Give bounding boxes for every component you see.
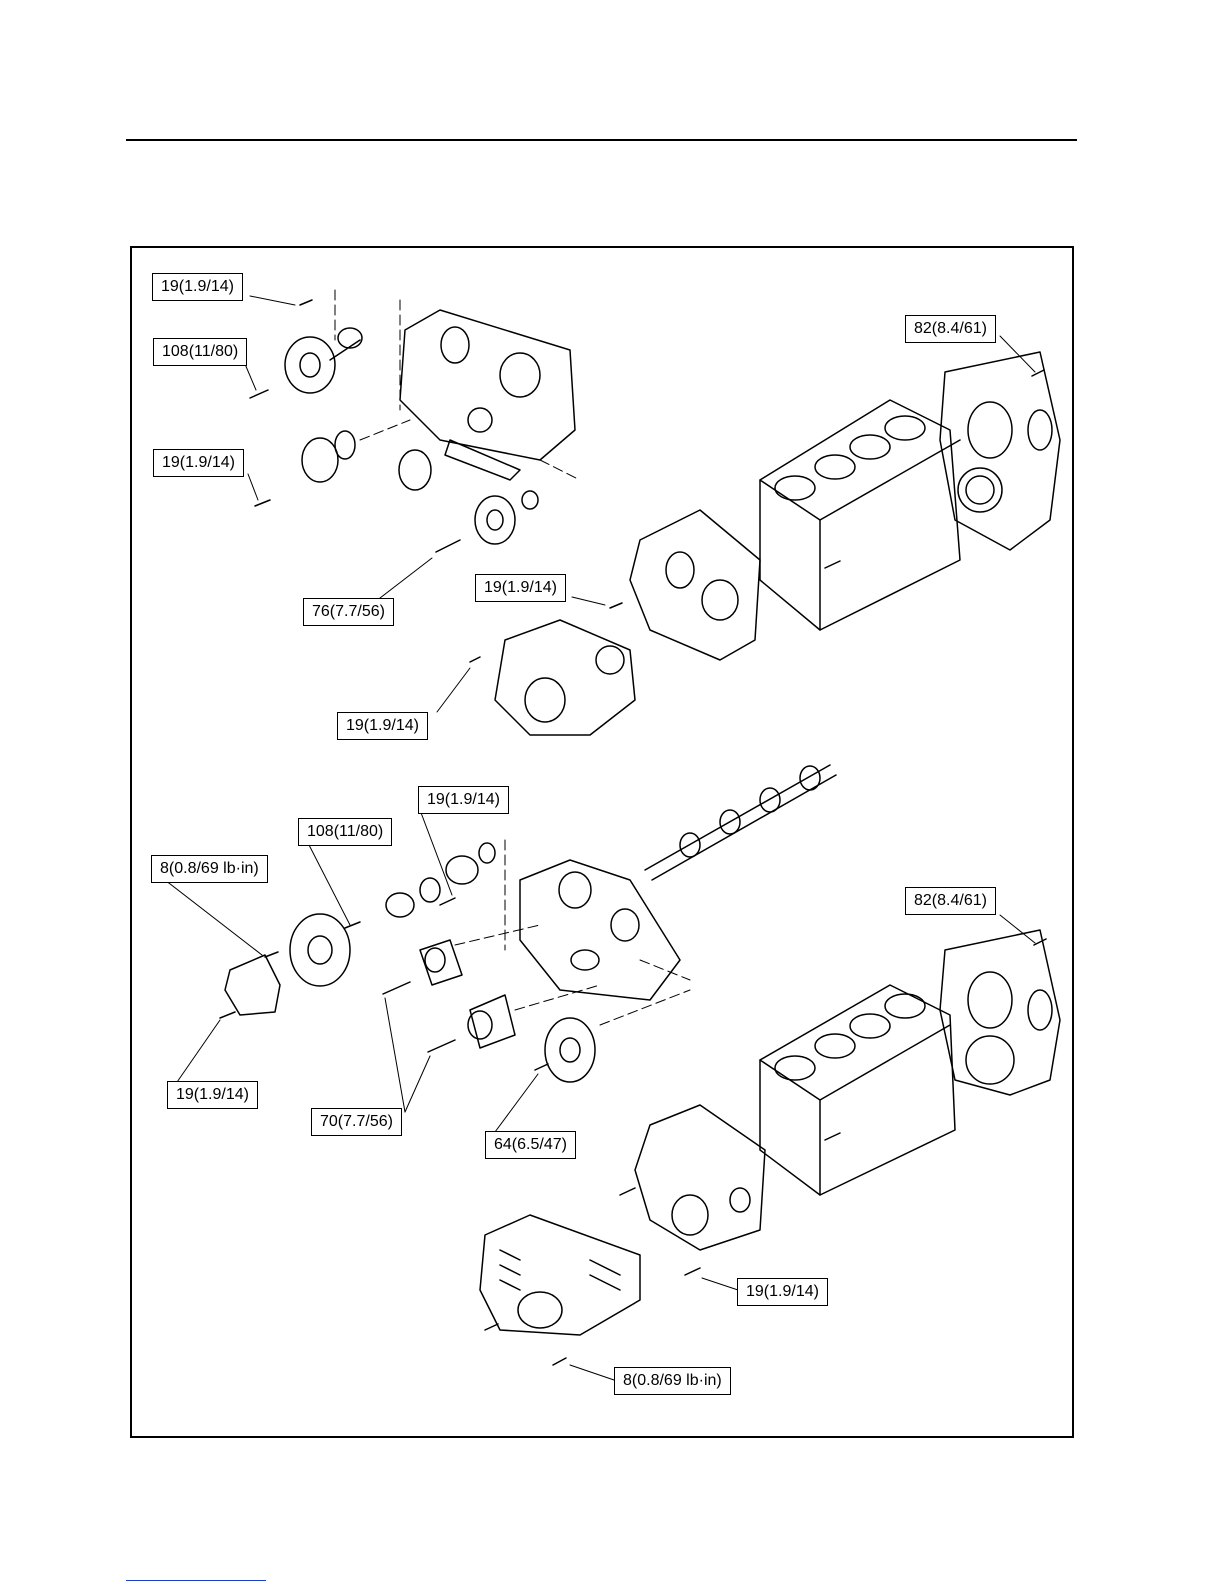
thrust-plate-lower-icon [225,955,280,1015]
torque-label: 19(1.9/14) [153,449,244,477]
torque-label: 64(6.5/47) [485,1131,576,1159]
front-cover-lower-icon [480,1215,640,1335]
bolt-icon [825,1133,840,1140]
bolt-icon [255,500,270,506]
bolt-icon [250,390,268,398]
torque-label: 76(7.7/56) [303,598,394,626]
gear-case-upper-icon [400,310,575,480]
hub-icon [386,843,495,917]
bolt-icon [428,1040,455,1052]
torque-label: 82(8.4/61) [905,315,996,343]
crank-gear-upper-icon [475,491,538,544]
torque-label: 19(1.9/14) [475,574,566,602]
bolt-icon [1034,939,1046,945]
bolt-icon [345,922,360,928]
idler-gear-b-icon [302,431,355,482]
torque-label: 19(1.9/14) [337,712,428,740]
bolt-icon [436,540,460,552]
idler-gear-lower-icon [290,914,350,986]
bolt-icon [485,1324,498,1330]
rear-plate-lower-icon [940,930,1060,1095]
bolt-icon [220,1012,235,1018]
bolt-icon [685,1268,700,1275]
torque-label: 108(11/80) [298,818,392,846]
front-plate-lower-icon [635,1105,765,1250]
bushing-lower-icon [468,995,515,1048]
crank-gear-lower-icon [545,1018,595,1082]
bolt-icon [553,1358,566,1365]
torque-label: 70(7.7/56) [311,1108,402,1136]
bolt-icon [300,300,312,305]
bolt-icon [383,982,410,994]
torque-label: 19(1.9/14) [737,1278,828,1306]
cylinder-block-lower-icon [760,985,955,1195]
torque-label: 108(11/80) [153,338,247,366]
torque-label: 82(8.4/61) [905,887,996,915]
bolt-icon [620,1188,635,1195]
bolt-icon [265,952,278,957]
rear-plate-upper-icon [940,352,1060,550]
camshaft-icon [645,765,836,880]
torque-label: 19(1.9/14) [418,786,509,814]
torque-label: 8(0.8/69 lb·in) [614,1367,731,1395]
bolt-icon [470,657,480,662]
bolt-icon [825,561,840,568]
bolt-icon [440,898,455,905]
torque-label: 19(1.9/14) [152,273,243,301]
torque-label: 8(0.8/69 lb·in) [151,855,268,883]
torque-label: 19(1.9/14) [167,1081,258,1109]
gear-case-lower-icon [520,860,680,1000]
thrust-plate-icon [338,328,362,348]
footer-link-underline [126,1580,266,1581]
idler-gear-a-icon [285,337,360,393]
cylinder-block-upper-icon [760,400,960,630]
oil-pump-gear-icon [399,450,431,490]
bushing-icon [420,940,462,985]
front-plate-upper-icon [630,510,760,660]
bolt-icon [610,603,622,608]
bolt-icon [535,1064,548,1070]
front-cover-upper-icon [495,620,635,735]
